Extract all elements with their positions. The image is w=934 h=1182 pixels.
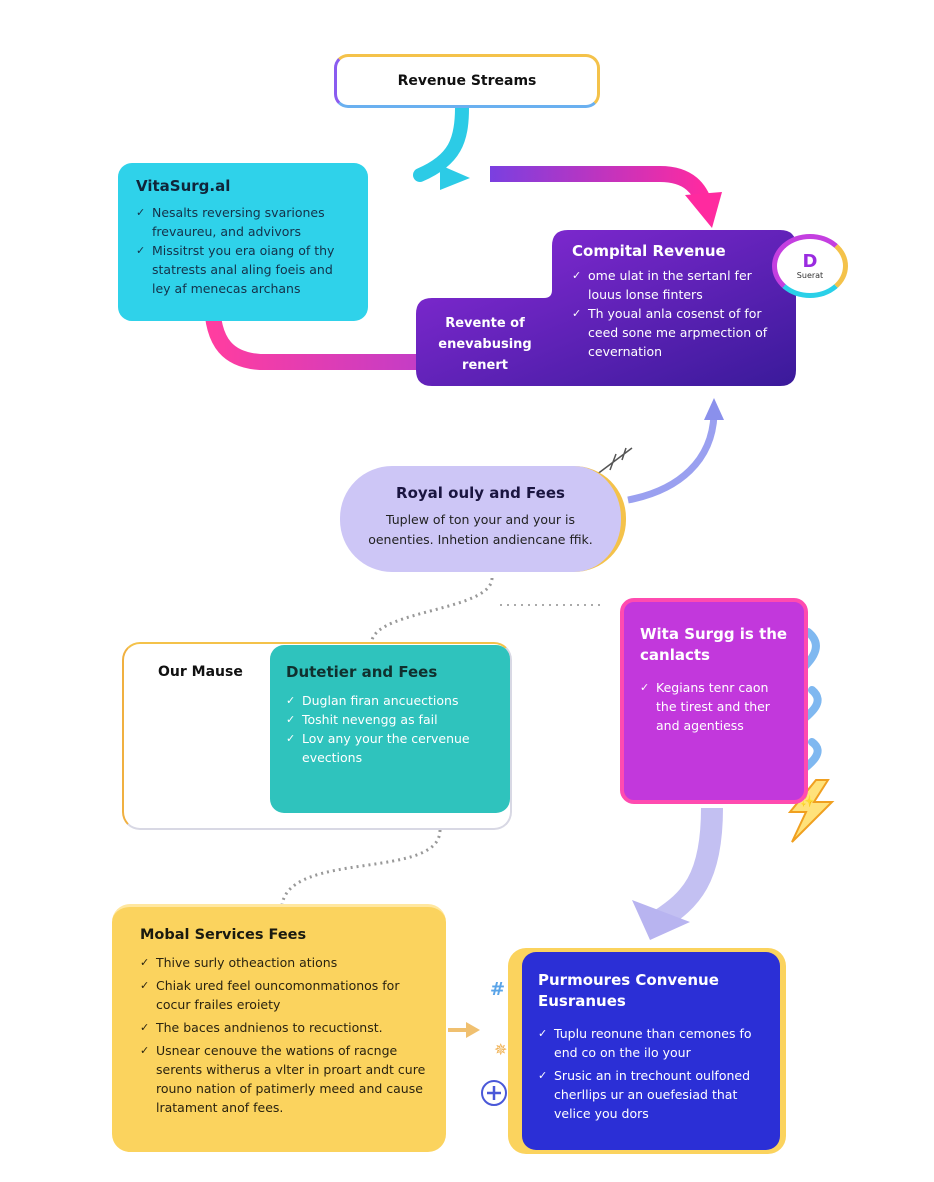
purmoures-inner: Purmoures Convenue Eusranues Tuplu reonu…: [522, 952, 780, 1150]
wita-item: Kegians tenr caon the tirest and ther an…: [640, 678, 788, 735]
wita-box: Wita Surgg is the canlacts Kegians tenr …: [620, 598, 808, 804]
compital-item: ome ulat in the sertanl fer louus lonse …: [572, 266, 782, 304]
dutetier-box: Dutetier and Fees Duglan firan ancuectio…: [270, 645, 510, 813]
compital-arrow-head: [685, 192, 722, 228]
hash-icon: #: [490, 979, 505, 1000]
dutetier-title: Dutetier and Fees: [286, 663, 438, 681]
wita-title: Wita Surgg is the canlacts: [640, 625, 788, 664]
compital-item: Th youal anla cosenst of for ceed sone m…: [572, 304, 782, 361]
purmoures-item: Srusic an in trechount oulfoned cherllip…: [538, 1066, 764, 1123]
dutetier-to-mobal-dots: [280, 829, 442, 906]
compital-sub-label: Revente of enevabusing renert: [438, 316, 532, 373]
compital-list: ome ulat in the sertanl fer louus lonse …: [572, 266, 782, 361]
purmoures-box: Purmoures Convenue Eusranues Tuplu reonu…: [508, 948, 786, 1154]
royal-up-arrow-head: [704, 398, 724, 420]
vitasurg-to-compital-arrow: [490, 166, 713, 208]
vitasurg-title: VitaSurg.al: [136, 177, 231, 195]
compital-title: Compital Revenue: [572, 242, 726, 260]
royal-to-compital-arrow: [627, 414, 718, 504]
mobal-box: Mobal Services Fees Thive surly otheacti…: [112, 904, 446, 1152]
vitasurg-item: Nesalts reversing svariones frevaureu, a…: [136, 203, 354, 241]
mobal-item: Thive surly otheaction ations: [140, 953, 426, 972]
mobal-list: Thive surly otheaction ations Chiak ured…: [140, 953, 426, 1117]
mobal-arrow-head: [466, 1022, 480, 1038]
royal-to-mause-dots: [370, 577, 494, 641]
mobal-item: Chiak ured feel ouncomonmationos for coc…: [140, 976, 426, 1014]
our-mause-label: Our Mause: [158, 664, 243, 680]
wita-list: Kegians tenr caon the tirest and ther an…: [640, 678, 788, 735]
mobal-title: Mobal Services Fees: [140, 927, 307, 943]
purmoures-arrow-head: [632, 900, 690, 940]
mobal-item: Usnear cenouve the wations of racnge ser…: [140, 1041, 426, 1117]
revenue-streams-title-box: Revenue Streams: [334, 54, 600, 108]
royal-body: Tuplew of ton your and your is oenenties…: [368, 512, 593, 547]
purmoures-item: Tuplu reonune than cemones fo end co on …: [538, 1024, 764, 1062]
spark-icon: ✵: [494, 1040, 507, 1059]
dutetier-item: Lov any your the cervenue evections: [286, 729, 494, 767]
compital-content: Compital Revenue ome ulat in the sertanl…: [572, 242, 782, 361]
lightning-bolt-icon: [787, 779, 835, 843]
mobal-item: The baces andnienos to recuctionst.: [140, 1018, 426, 1037]
badge-letter: D: [802, 250, 818, 272]
badge-text: Suerat: [796, 270, 824, 280]
royal-box: Royal ouly and Fees Tuplew of ton your a…: [340, 466, 626, 572]
vitasurg-box: VitaSurg.al Nesalts reversing svariones …: [118, 163, 368, 321]
royal-title: Royal ouly and Fees: [396, 484, 565, 502]
purmoures-list: Tuplu reonune than cemones fo end co on …: [538, 1024, 764, 1123]
vitasurg-item: Missitrst you era oiang of thy statrests…: [136, 241, 354, 298]
purmoures-title: Purmoures Convenue Eusranues: [538, 971, 719, 1010]
vitasurg-list: Nesalts reversing svariones frevaureu, a…: [136, 203, 354, 298]
dutetier-item: Duglan firan ancuections: [286, 691, 494, 710]
wita-to-purmoures-arrow: [653, 807, 723, 930]
diagram-title: Revenue Streams: [397, 73, 537, 89]
dutetier-item: Toshit nevengg as fail: [286, 710, 494, 729]
compital-badge: D Suerat: [772, 234, 848, 298]
title-to-vitasurg-arrow: [413, 101, 469, 182]
dutetier-list: Duglan firan ancuections Toshit nevengg …: [286, 691, 494, 767]
title-arrow-head: [440, 165, 470, 190]
